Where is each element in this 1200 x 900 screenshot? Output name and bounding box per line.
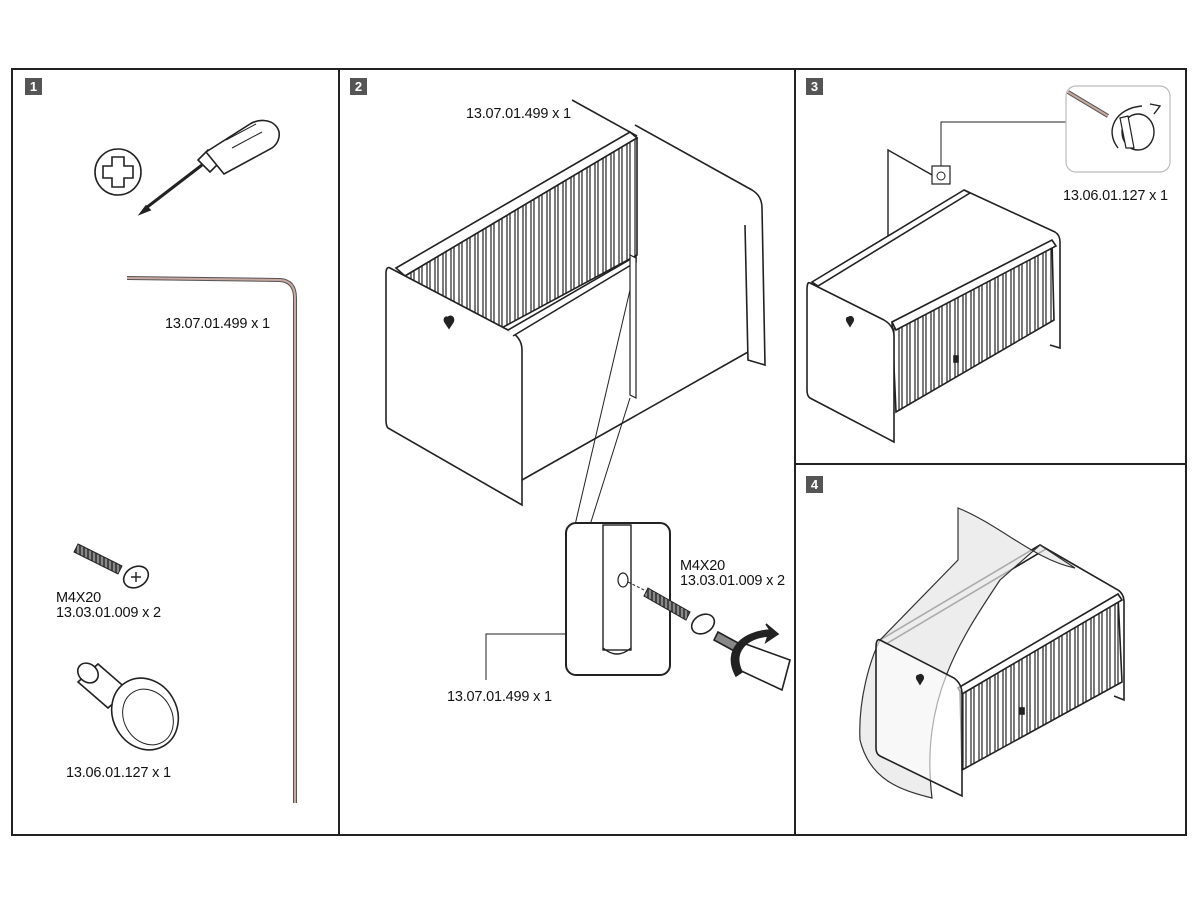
l-rod-part	[126, 276, 297, 803]
screw-insert-step2	[627, 581, 716, 635]
screw-size-label: M4X20	[56, 590, 101, 606]
callout-lines-step2	[485, 289, 631, 680]
rod-detail-callout	[565, 522, 671, 676]
screw-size-label: M4X20	[680, 558, 725, 574]
screw-part	[73, 543, 150, 589]
knob-part	[76, 662, 180, 751]
knob-part-code: 13.06.01.127 x 1	[1063, 188, 1168, 204]
screwdriver-icon	[137, 119, 281, 216]
step-number-badge: 3	[806, 78, 823, 95]
crib-with-canopy-step4	[859, 507, 1125, 799]
step-number-badge: 1	[25, 78, 42, 95]
rod-part-code: 13.07.01.499 x 1	[447, 689, 552, 705]
step-number-badge: 2	[350, 78, 367, 95]
knob-part-code: 13.06.01.127 x 1	[66, 765, 171, 781]
rod-part-code: 13.07.01.499 x 1	[466, 106, 571, 122]
phillips-head-icon	[94, 148, 142, 196]
rod-part-code: 13.07.01.499 x 1	[165, 316, 270, 332]
knob-detail-callout	[931, 85, 1171, 185]
screw-part-code: 13.03.01.009 x 2	[56, 605, 161, 621]
screwdriver-bit-step2	[712, 623, 791, 692]
crib-assembly-step2	[385, 99, 766, 507]
screw-part-code: 13.03.01.009 x 2	[680, 573, 785, 589]
step-number-badge: 4	[806, 476, 823, 493]
panel-frame	[11, 68, 1187, 836]
crib-assembly-step3	[806, 148, 1061, 444]
